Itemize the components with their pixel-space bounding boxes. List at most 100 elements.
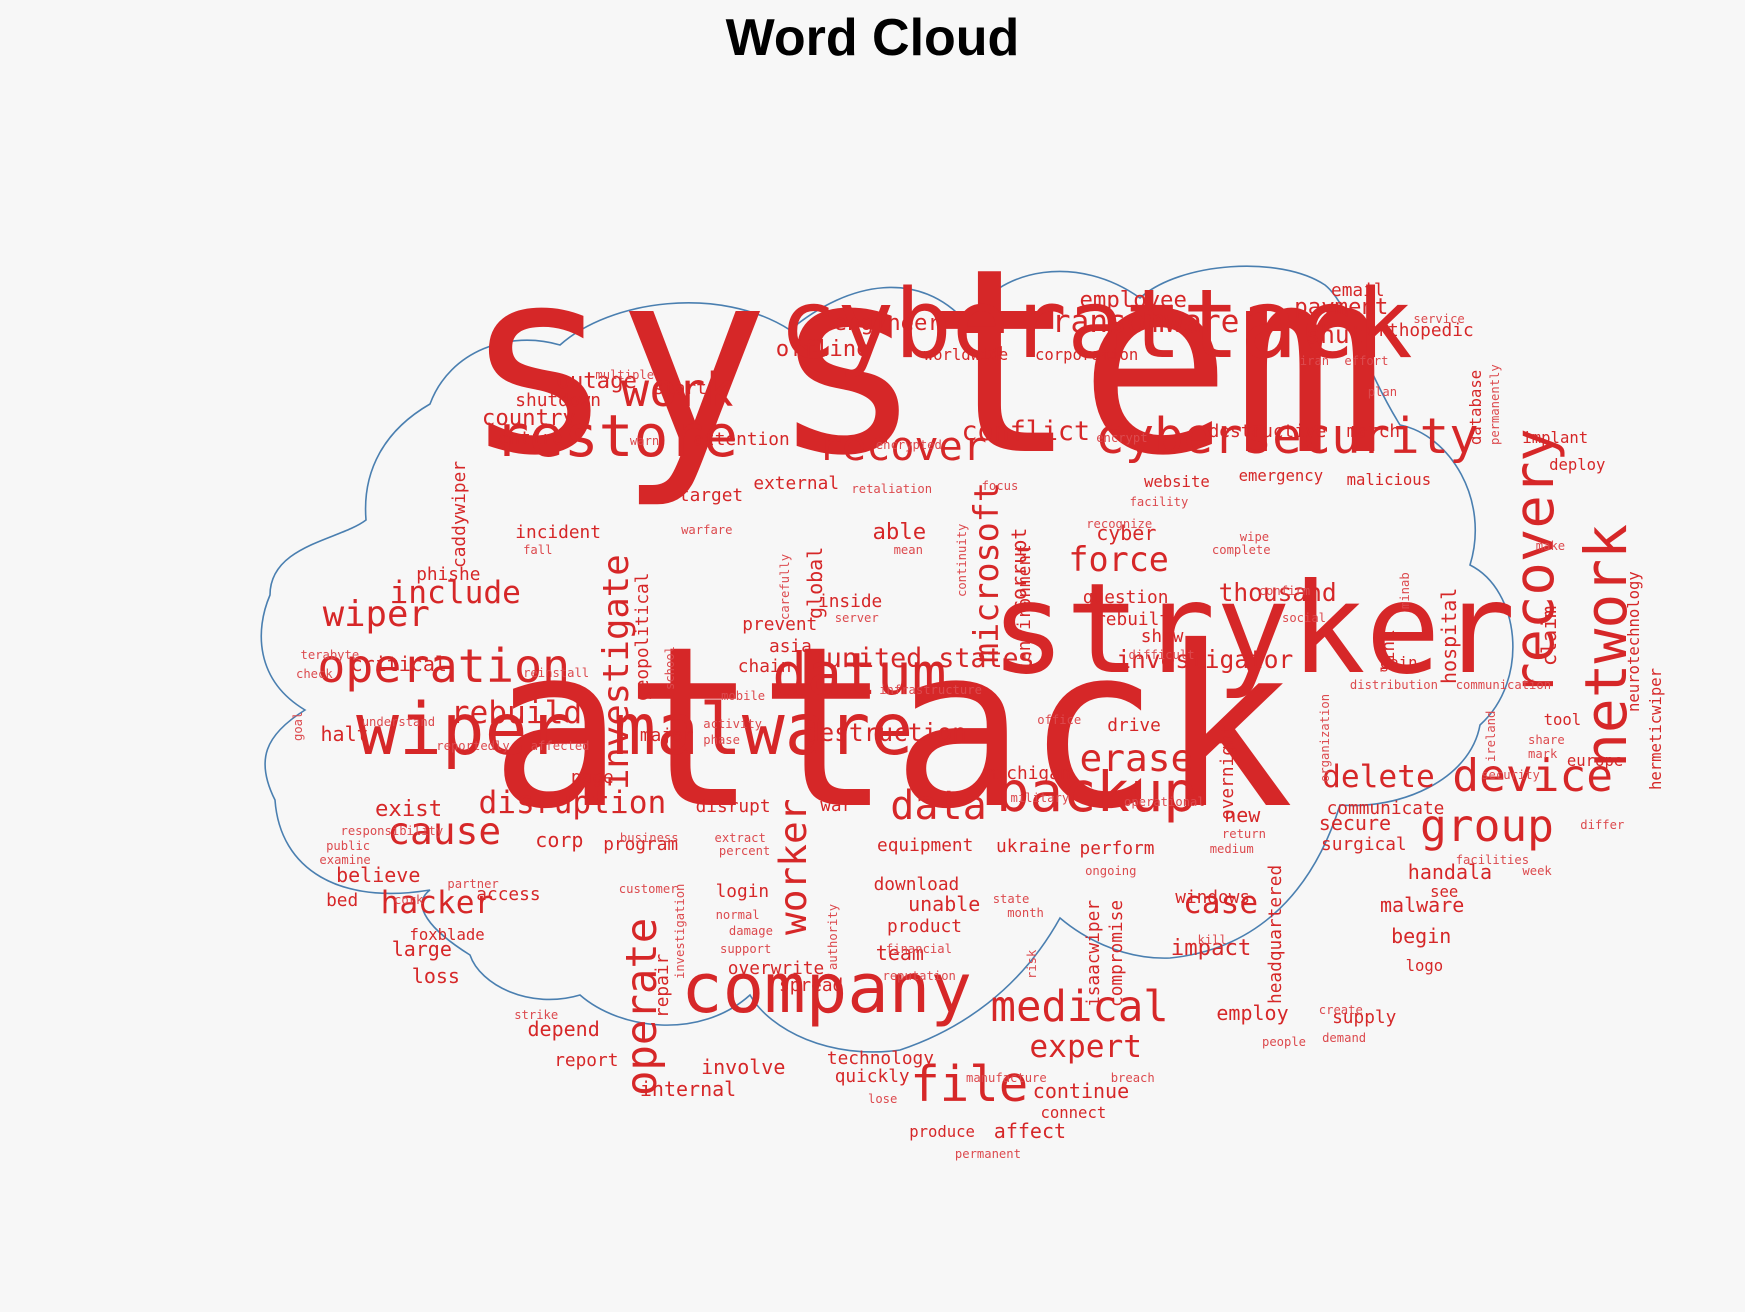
word-item: minab [1397, 572, 1412, 609]
word-item: business [619, 830, 679, 845]
word-item: exist [375, 795, 443, 822]
word-item: permanent [954, 1146, 1021, 1161]
word-item: malicious [1346, 470, 1432, 489]
word-item: external [753, 473, 840, 495]
word-item: infrastructure [879, 682, 982, 697]
word-item: difficult [1128, 648, 1195, 662]
word-item: produce [909, 1122, 975, 1141]
word-item: wiper malware [356, 688, 914, 772]
word-item: create [1318, 1003, 1363, 1017]
word-item: entire [498, 427, 563, 449]
word-item: return [1221, 827, 1266, 842]
word-item: breach [1110, 1070, 1155, 1085]
word-item: michigan [984, 762, 1071, 784]
word-item: drive [1107, 714, 1161, 736]
word-item: demand [1322, 1030, 1367, 1045]
word-item: headquartered [1264, 864, 1286, 1004]
word-item: report [554, 1049, 619, 1071]
word-item: destruction [804, 717, 967, 747]
word-item: surgical [1321, 834, 1407, 855]
word-item: believe [336, 863, 421, 888]
word-item: isaacwiper [1083, 900, 1105, 1008]
word-item: shutdown [515, 390, 601, 411]
word-item: phase [703, 732, 740, 747]
word-item: chain [737, 655, 792, 677]
word-item: communicate [1326, 798, 1445, 820]
word-item: extract [714, 830, 766, 845]
word-item: facilities [1455, 852, 1530, 867]
word-item: medical [990, 981, 1169, 1031]
word-item: payment [1294, 294, 1389, 320]
word-item: worldwide [923, 346, 1009, 365]
word-item: damage [728, 924, 773, 938]
word-item: disrupt [695, 796, 771, 818]
word-item: iran [1299, 354, 1330, 369]
word-item: facility [1129, 494, 1189, 509]
word-item: product [887, 916, 962, 938]
word-item: medium [1209, 841, 1254, 856]
word-item: employee [1079, 287, 1187, 314]
word-item: mobile [721, 689, 766, 704]
word-item: hacker [380, 884, 494, 921]
word-item: technology [826, 1047, 934, 1069]
word-item: phishe [416, 563, 481, 585]
word-item: emergency [1238, 467, 1324, 486]
word-item: begin [1391, 923, 1452, 948]
word-item: malware [1380, 893, 1465, 918]
word-item: group [1420, 800, 1554, 852]
word-item: environment [1014, 544, 1036, 663]
word-item: ongoing [1085, 863, 1137, 878]
word-item: thousand [1218, 578, 1337, 608]
word-item: ireland [1483, 710, 1498, 763]
word-item: offline [775, 336, 870, 363]
word-item: secure [1318, 811, 1392, 836]
word-item: gain [1380, 654, 1418, 673]
word-item: organization [1317, 694, 1332, 783]
word-item: investigation [673, 883, 688, 980]
word-item: make [1535, 539, 1566, 553]
word-item: able [872, 518, 927, 545]
word-item: strike [514, 1007, 559, 1022]
word-item: orthopedic [1366, 319, 1474, 341]
word-item: foxblade [409, 925, 485, 944]
word-item: service [1413, 311, 1465, 326]
word-item: download [873, 874, 960, 896]
word-item: work [621, 363, 734, 418]
word-item: office [1037, 712, 1082, 727]
word-item: continuity [955, 523, 969, 597]
word-item: tool [1543, 711, 1582, 730]
word-item: differ [1580, 818, 1625, 833]
word-item: mark [1528, 747, 1558, 762]
word-item: examine [319, 852, 371, 867]
word-item: communication [1455, 678, 1552, 693]
word-item: attention [693, 428, 790, 450]
word-item: mean [893, 543, 923, 558]
word-item: people [1262, 1035, 1307, 1050]
word-item: shut [1305, 320, 1365, 350]
word-item: case [1183, 884, 1259, 921]
word-item: global [802, 546, 827, 619]
word-item: include [389, 575, 521, 612]
word-item: reinstall [523, 665, 590, 680]
word-item: depend [527, 1017, 600, 1041]
word-item: inside [818, 591, 883, 613]
word-item: team [875, 941, 924, 966]
word-item: force [1068, 540, 1169, 580]
word-item: multiple [595, 367, 655, 382]
word-item: logo [1405, 957, 1444, 976]
word-item: start [653, 377, 707, 399]
word-item: cyberattack [779, 268, 1413, 381]
word-item: authority [825, 904, 840, 971]
word-item: attack [489, 598, 1294, 858]
word-item: distribution [1349, 678, 1438, 693]
word-item: perform [1079, 838, 1155, 860]
word-item: partner [447, 877, 499, 892]
word-item: email [1331, 279, 1385, 301]
word-item: overnight [1216, 723, 1238, 821]
word-item: encrypt [1096, 431, 1148, 445]
word-item: connect [1040, 1104, 1107, 1122]
word-item: country [481, 405, 576, 432]
